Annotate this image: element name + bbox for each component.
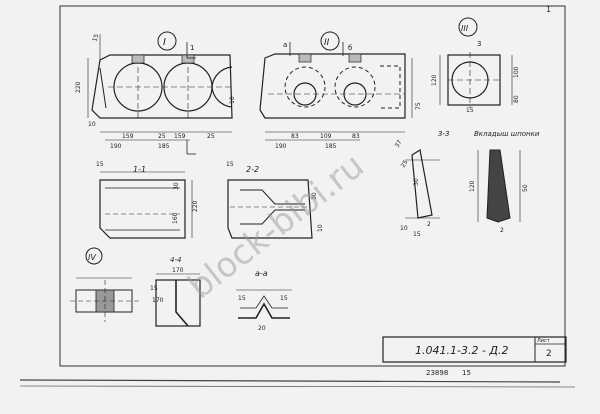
- saa-dim-c: 20: [258, 325, 266, 332]
- s33-dim-a: 37: [394, 139, 404, 149]
- section-a-a: а-а 15 15 20: [236, 269, 292, 332]
- v2-dim-c: 83: [352, 133, 360, 140]
- sheet-number: 2: [546, 349, 552, 359]
- section-a-a-title: а-а: [255, 269, 268, 278]
- view-4: IV: [70, 247, 140, 322]
- v2-side: 75: [415, 102, 422, 110]
- inventory-number: 23898: [426, 369, 448, 377]
- s33-dim-e: 15: [413, 231, 421, 238]
- view-2-marker: II: [324, 38, 330, 48]
- view-3: III 3 120 100 80 15: [431, 17, 520, 114]
- v1-height: 220: [75, 81, 82, 93]
- v1-side-c: 10: [229, 96, 236, 104]
- s11-dim-a: 220: [192, 200, 199, 212]
- view-3-cut: 3: [477, 40, 481, 48]
- drawing-code: 1.041.1-3.2 - Д.2: [415, 344, 509, 357]
- saa-dim-a: 15: [238, 295, 246, 302]
- view-1: I 1 159 25 159 25 190 185 220 15 10 10: [75, 31, 236, 155]
- v2-total-b: 185: [325, 143, 337, 150]
- s11-dim-b: 160: [172, 212, 179, 224]
- key-dim-a: 120: [469, 180, 476, 192]
- s11-dim-d: 30: [173, 182, 180, 190]
- v1-dim-b: 25: [158, 133, 166, 140]
- key-insert: Вкладыш шпонки 120 50 2: [469, 130, 540, 234]
- v3-dim-b: 100: [513, 66, 520, 78]
- section-4-4: 4-4 170 15 170: [150, 256, 201, 327]
- key-dim-c: 2: [500, 227, 504, 234]
- watermark: block-bibi.ru: [181, 146, 372, 307]
- v1-dim-d: 25: [207, 133, 215, 140]
- title-block: 1.041.1-3.2 - Д.2 Лист 2: [382, 336, 567, 363]
- v1-side-a: 15: [91, 33, 100, 43]
- v3-dim-a: 120: [431, 74, 438, 86]
- section-1-1-title: 1-1: [133, 165, 146, 174]
- s44-dim-a: 170: [172, 267, 184, 274]
- drawing-frame: [59, 5, 566, 367]
- v2-dim-a: 83: [291, 133, 299, 140]
- section-1-1: 1-1 220 160 15 30: [96, 161, 199, 239]
- s33-dim-c: 30: [413, 178, 420, 186]
- section-4-4-title: 4-4: [170, 256, 181, 264]
- saa-dim-b: 15: [280, 295, 288, 302]
- s33-dim-d: 10: [400, 225, 408, 232]
- s22-dim-b: 10: [317, 224, 324, 232]
- view-1-cut: 1: [190, 44, 194, 52]
- corner-mark: 1: [546, 5, 551, 14]
- section-3-3: 3-3 37 25 30 10 15 2: [394, 130, 450, 238]
- sheet-count: 15: [462, 369, 471, 377]
- v3-dim-d: 15: [466, 107, 474, 114]
- v1-dim-c: 159: [174, 133, 186, 140]
- v1-side-b: 10: [88, 121, 96, 128]
- view-4-marker: IV: [88, 253, 96, 262]
- s22-dim-c: 15: [226, 161, 234, 168]
- s33-dim-f: 2: [427, 221, 431, 228]
- s44-dim-c: 170: [152, 297, 164, 304]
- s44-dim-b: 15: [150, 285, 158, 292]
- section-2-2-title: 2-2: [246, 165, 259, 174]
- s11-dim-c: 15: [96, 161, 104, 168]
- v3-dim-c: 80: [513, 95, 520, 103]
- s22-dim-a: 30: [311, 192, 318, 200]
- section-3-3-title: 3-3: [438, 130, 449, 138]
- view-2-cut-a: а: [283, 41, 287, 49]
- v2-dim-b: 109: [320, 133, 332, 140]
- bottom-rule-2: [19, 385, 576, 388]
- v1-dim-a: 159: [122, 133, 134, 140]
- view-2: II а б 83 109 83 190 185 75: [259, 31, 422, 150]
- key-insert-title: Вкладыш шпонки: [474, 130, 540, 138]
- v1-total-a: 190: [110, 143, 122, 150]
- sheet-label: Лист: [537, 338, 550, 344]
- s33-dim-b: 25: [400, 159, 410, 169]
- view-2-cut-b: б: [348, 44, 352, 52]
- v2-total-a: 190: [275, 143, 287, 150]
- view-3-marker: III: [461, 24, 469, 33]
- bottom-rule: [19, 379, 561, 383]
- view-1-marker: I: [163, 37, 166, 48]
- key-dim-b: 50: [522, 184, 529, 192]
- section-2-2: 2-2 30 10 15: [226, 161, 324, 239]
- v1-total-b: 185: [158, 143, 170, 150]
